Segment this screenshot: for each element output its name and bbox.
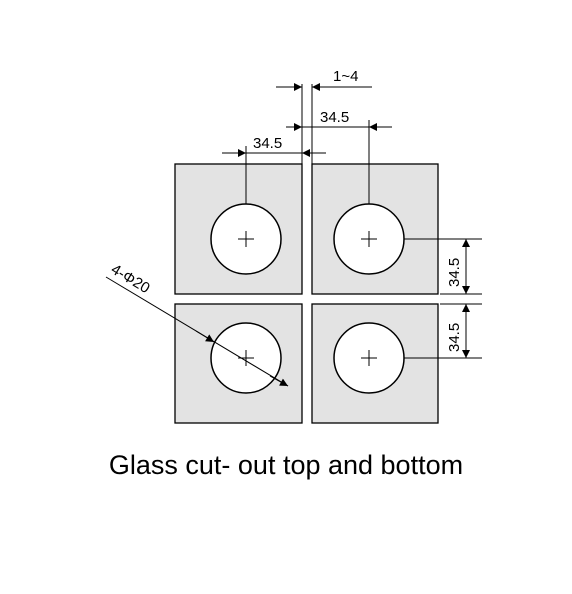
- hole-bottom-right: [333, 322, 405, 394]
- dim-right-upper-label: 34.5: [446, 258, 463, 287]
- hole-top-left: [210, 203, 282, 275]
- glass-plates: [174, 163, 439, 424]
- dim-left-offset-label: 34.5: [253, 135, 282, 152]
- dim-left-offset: [222, 146, 326, 204]
- dim-hole-diameter: [105, 276, 289, 387]
- dim-top-offset-label: 34.5: [320, 109, 349, 126]
- holes: [210, 203, 405, 394]
- dim-gap-label: 1~4: [333, 68, 358, 85]
- dim-top-offset: [286, 120, 392, 204]
- diagram-caption: Glass cut- out top and bottom: [108, 450, 464, 480]
- dim-right-vertical: [404, 238, 482, 359]
- hole-bottom-left: [210, 322, 282, 394]
- hole-top-right: [333, 203, 405, 275]
- dim-right-lower-label: 34.5: [446, 323, 463, 352]
